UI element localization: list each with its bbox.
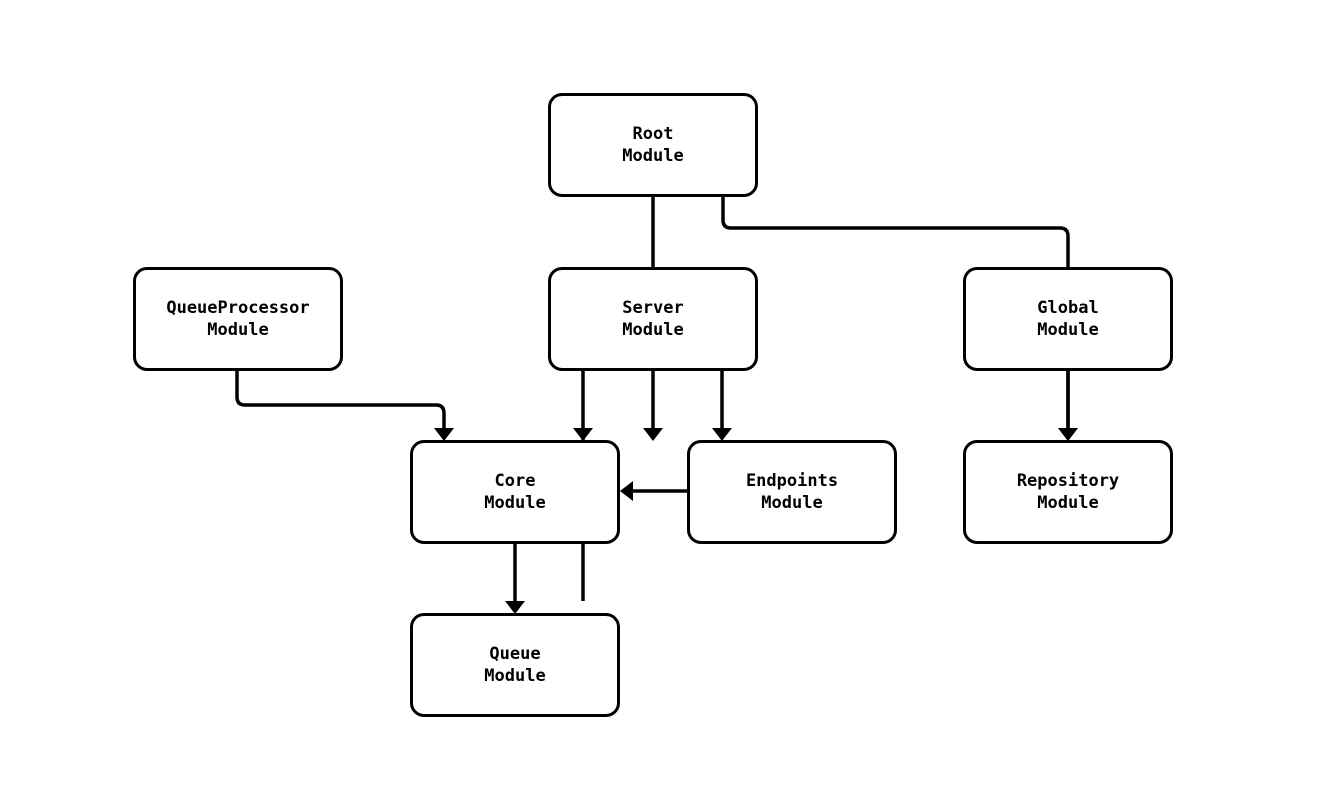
node-queue-module[interactable]: Queue Module [410,613,620,717]
node-repository-module-line2: Module [1037,493,1099,513]
node-server-module[interactable]: Server Module [548,267,758,371]
node-core-module-line2: Module [484,493,546,513]
edge-server-to-endpoints [712,371,732,441]
node-repository-module[interactable]: Repository Module [963,440,1173,544]
node-queue-module-line1: Queue [489,644,541,664]
node-global-module-line2: Module [1037,320,1099,340]
node-global-module-line1: Global [1037,298,1099,318]
edge-queueprocessor-to-core [235,371,454,441]
edge-core-to-queue [505,544,525,614]
node-endpoints-module-line1: Endpoints [745,471,839,491]
node-core-module[interactable]: Core Module [410,440,620,544]
node-root-module-line2: Module [622,146,684,166]
node-root-module[interactable]: Root Module [548,93,758,197]
node-global-module[interactable]: Global Module [963,267,1173,371]
node-queueprocessor-module[interactable]: QueueProcessor Module [133,267,343,371]
node-queue-module-line2: Module [484,666,546,686]
node-queueprocessor-module-line1: QueueProcessor [166,298,310,318]
node-queueprocessor-module-line2: Module [207,320,269,340]
node-endpoints-module[interactable]: Endpoints Module [687,440,897,544]
node-core-module-line1: Core [494,471,536,491]
edge-endpoints-to-core [620,481,687,501]
node-repository-module-line1: Repository [1016,471,1120,491]
node-server-module-line2: Module [622,320,684,340]
edge-global-to-repository [1058,371,1078,441]
node-server-module-line1: Server [622,298,684,318]
node-root-module-line1: Root [632,124,674,144]
node-endpoints-module-line2: Module [761,493,823,513]
